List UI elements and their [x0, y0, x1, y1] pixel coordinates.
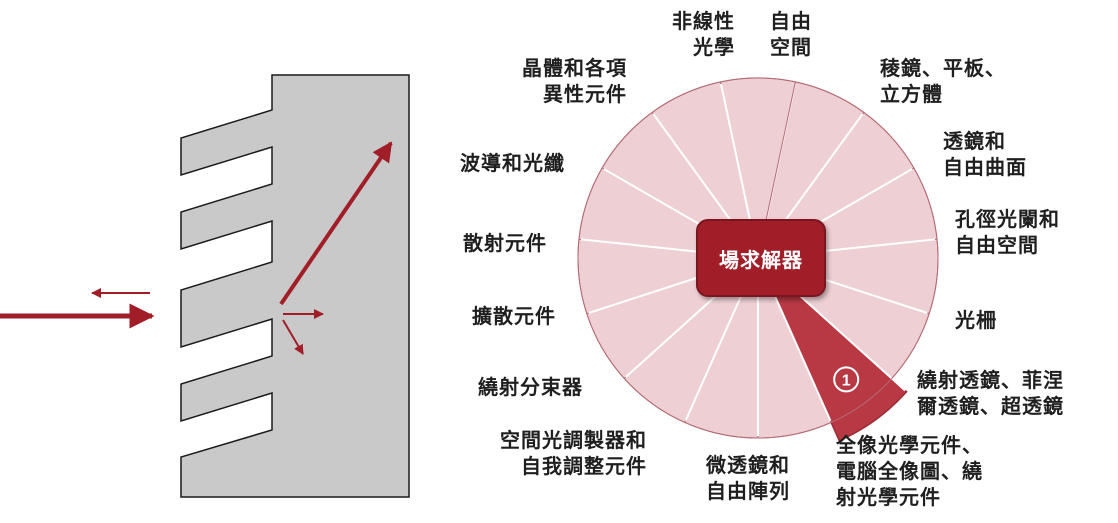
field-solver-center: 場求解器 — [696, 219, 826, 297]
wheel-segment — [757, 257, 908, 442]
label-free-space: 自由空間 — [770, 9, 812, 59]
label-diffractive-lenses: 繞射透鏡、菲涅爾透鏡、超透鏡 — [917, 368, 1064, 418]
badge-number: 1 — [842, 372, 851, 389]
label-lenses: 透鏡和自由曲面 — [943, 129, 1027, 179]
diffracted-arrow-down — [282, 319, 304, 355]
label-gratings: 光柵 — [955, 308, 997, 332]
label-apertures: 孔徑光闌和自由空間 — [955, 207, 1060, 257]
label-prisms: 稜鏡、平板、立方體 — [880, 56, 1006, 106]
label-slm: 空間光調製器和自我調整元件 — [500, 428, 647, 478]
label-holograms: 全像光學元件、電腦全像圖、繞射光學元件 — [836, 433, 983, 509]
label-scattering: 散射元件 — [463, 231, 547, 255]
badge-circle — [833, 366, 860, 393]
diffracted-arrow-main — [279, 141, 393, 306]
label-microlens-arrays: 微透鏡和自由陣列 — [706, 453, 790, 503]
label-beam-splitters: 繞射分束器 — [478, 375, 583, 399]
label-waveguides: 波導和光纖 — [460, 151, 565, 175]
wheel-outline — [577, 77, 939, 439]
label-diffusers: 擴散元件 — [472, 304, 556, 328]
label-nonlinear-optics: 非線性光學 — [672, 9, 735, 59]
label-crystals: 晶體和各項異性元件 — [522, 56, 627, 106]
